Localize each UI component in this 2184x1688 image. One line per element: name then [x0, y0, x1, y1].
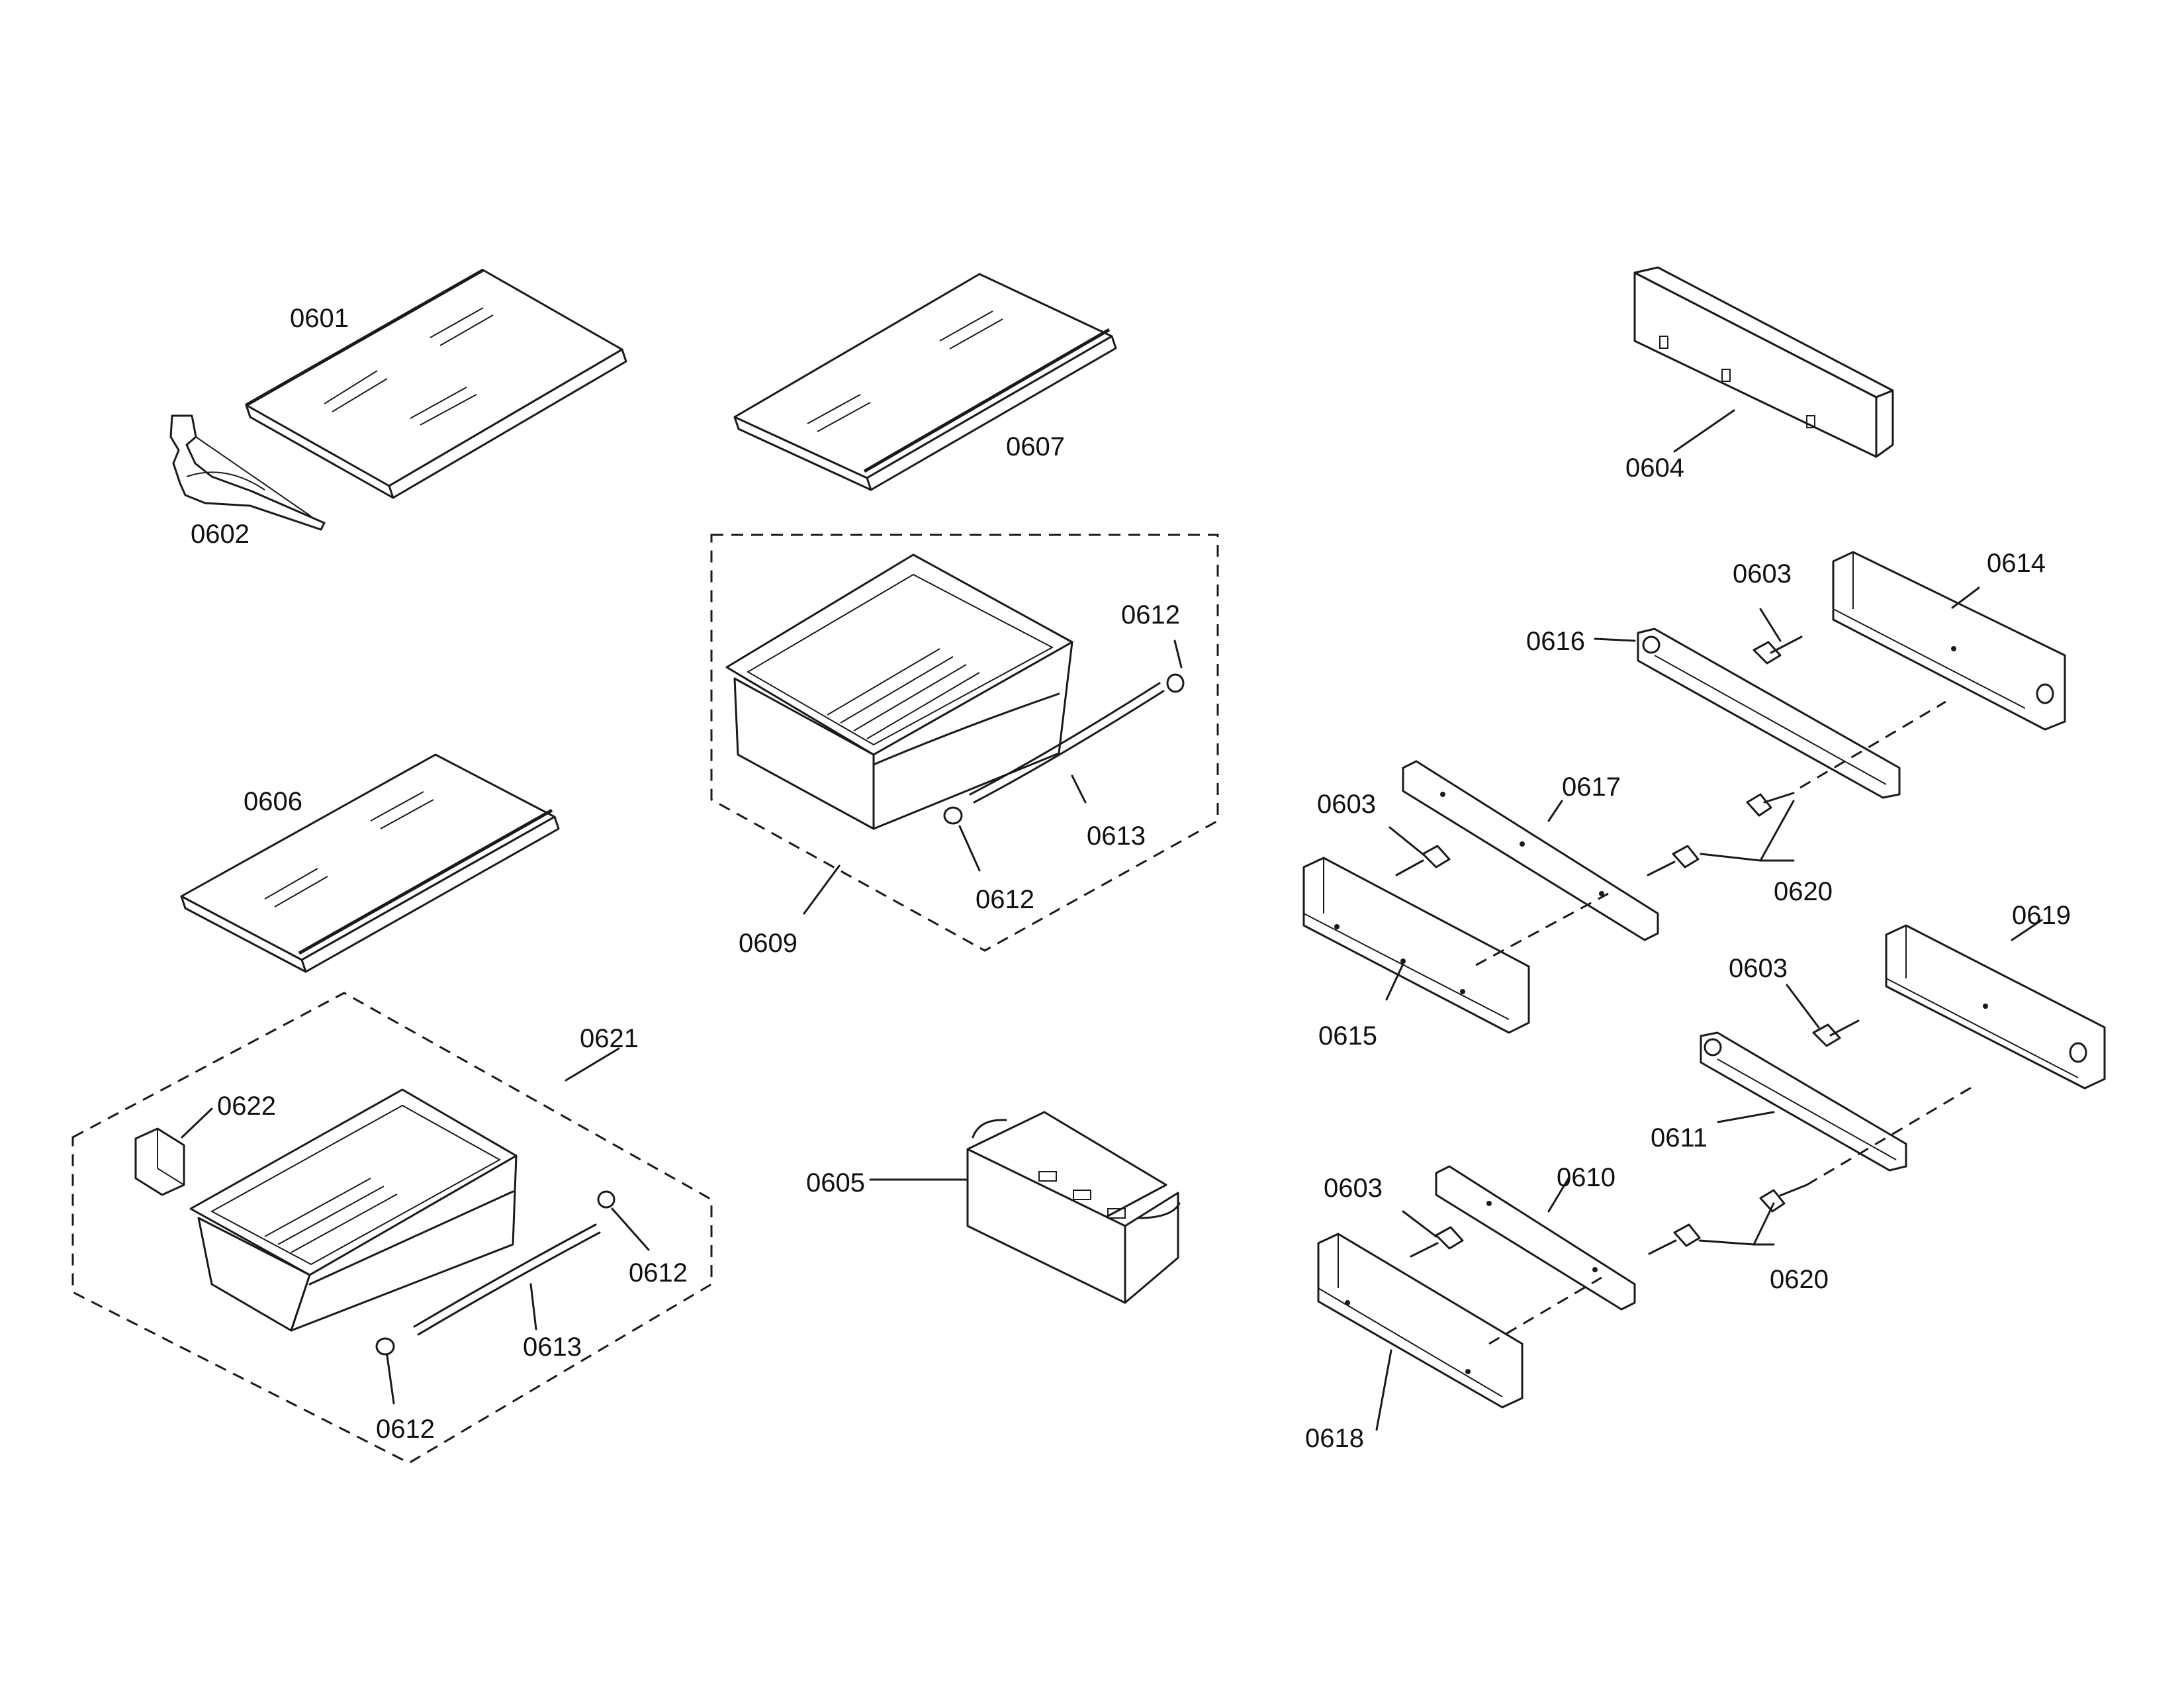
label-0612-a: 0612	[1121, 600, 1180, 630]
label-0613-b: 0613	[523, 1333, 582, 1362]
part-0615-front-cover	[1302, 857, 1530, 1034]
part-0607-glass-shelf	[733, 273, 1117, 491]
label-0603-a: 0603	[1733, 559, 1792, 588]
crisper-drawer-lower	[189, 1088, 518, 1332]
label-0603-c: 0603	[1729, 954, 1788, 983]
label-0609: 0609	[739, 929, 797, 958]
label-0622: 0622	[217, 1092, 276, 1121]
part-0618-front-cover	[1317, 1233, 1524, 1409]
label-0614: 0614	[1987, 549, 2046, 578]
label-0610: 0610	[1557, 1163, 1615, 1192]
part-0611-slide-rail	[1700, 1031, 1907, 1172]
part-0601-glass-shelf	[245, 268, 627, 499]
label-0603-d: 0603	[1324, 1174, 1383, 1203]
crisper-humidity-tube-upper	[943, 673, 1185, 825]
label-0612-c: 0612	[629, 1258, 688, 1288]
label-0612-d: 0612	[376, 1415, 435, 1444]
label-0603-b: 0603	[1317, 790, 1376, 819]
label-0617: 0617	[1562, 773, 1621, 802]
screw-0620-a-upper	[1746, 792, 1795, 817]
screw-0603-b	[1395, 845, 1451, 876]
label-0621: 0621	[580, 1024, 639, 1053]
alignment-line	[1799, 700, 1946, 789]
alignment-line	[1475, 892, 1609, 966]
screw-0603-c	[1812, 1019, 1860, 1047]
part-0606-glass-shelf	[180, 753, 560, 973]
label-0611: 0611	[1651, 1123, 1707, 1152]
label-0606: 0606	[244, 787, 302, 816]
label-0619: 0619	[2012, 901, 2071, 930]
label-0618: 0618	[1305, 1424, 1364, 1453]
screw-0620-b-upper	[1759, 1184, 1808, 1213]
screw-0603-a	[1752, 635, 1803, 665]
part-0614-rail-cover	[1832, 551, 2066, 731]
label-0616: 0616	[1526, 627, 1585, 656]
part-0622-clip	[134, 1127, 185, 1196]
label-0601: 0601	[290, 304, 349, 333]
label-0602: 0602	[191, 520, 250, 549]
screw-0603-d	[1410, 1226, 1464, 1258]
part-0610-rail-bar	[1435, 1165, 1636, 1311]
part-0616-slide-rail	[1637, 628, 1901, 799]
alignment-line	[1488, 1276, 1602, 1345]
label-0605: 0605	[806, 1168, 865, 1197]
screw-0620-a	[1647, 845, 1700, 876]
part-labels: 0601 0602 0607 0604 0603 0614 0616 0612 …	[191, 304, 2071, 1453]
label-0604: 0604	[1625, 453, 1684, 483]
leader-lines	[181, 409, 2043, 1431]
label-0612-b: 0612	[976, 885, 1034, 914]
label-0615: 0615	[1318, 1021, 1377, 1051]
label-0620-a: 0620	[1774, 877, 1833, 906]
part-0617-rail-bar	[1402, 760, 1659, 941]
label-0613-a: 0613	[1087, 821, 1146, 851]
part-0621-crisper-assembly	[71, 992, 713, 1464]
part-0619-rail-cover	[1885, 924, 2106, 1090]
screw-0620-b	[1648, 1223, 1701, 1255]
part-0609-crisper-assembly	[710, 534, 1219, 952]
part-0602-shelf-bracket	[169, 414, 326, 531]
crisper-humidity-tube-lower	[375, 1190, 615, 1356]
label-0620-b: 0620	[1770, 1265, 1829, 1294]
label-0607: 0607	[1006, 432, 1065, 461]
crisper-drawer-upper	[725, 553, 1073, 830]
part-0605-storage-bin	[966, 1111, 1181, 1304]
part-0604-channel-cover	[1633, 266, 1894, 458]
alignment-line	[1806, 1086, 1973, 1186]
